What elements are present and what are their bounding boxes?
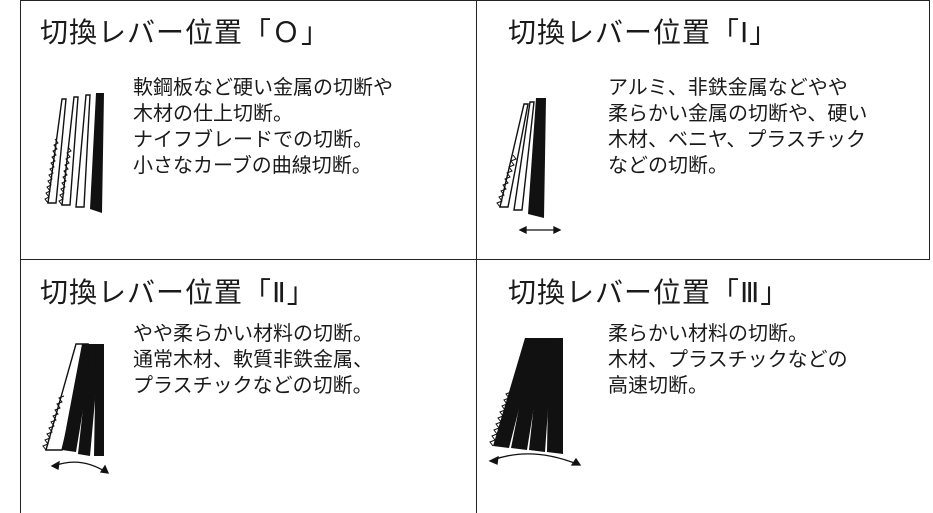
desc-line: 木材、プラスチックなどの: [608, 347, 848, 371]
desc-line: プラスチックなどの切断。: [133, 373, 373, 397]
desc-line: 柔らかい材料の切断。: [608, 321, 808, 345]
orbital-2-blade-icon: [42, 343, 110, 474]
table-row-divider: [20, 259, 930, 260]
panel-description: 軟鋼板など硬い金属の切断や 木材の仕上切断。 ナイフブレードでの切断。 小さなカ…: [133, 74, 393, 178]
desc-line: やや柔らかい材料の切断。: [133, 321, 373, 345]
panel-description: 柔らかい材料の切断。 木材、プラスチックなどの 高速切断。: [608, 320, 848, 398]
table-border-left: [20, 0, 21, 513]
panel-title: 切換レバー位置「Ｏ」: [40, 16, 331, 49]
desc-line: アルミ、非鉄金属などやや: [608, 75, 848, 99]
orbital-0-blade-icon: [44, 93, 104, 213]
table-border-top: [20, 0, 930, 1]
desc-line: 軟鋼板など硬い金属の切断や: [133, 75, 393, 99]
desc-line: 通常木材、軟質非鉄金属、: [133, 347, 373, 371]
table-column-divider: [476, 0, 477, 513]
desc-line: 小さなカーブの曲線切断。: [133, 153, 372, 177]
table-border-right: [929, 0, 930, 259]
desc-line: 木材の仕上切断。: [133, 101, 293, 125]
panel-title: 切換レバー位置「Ⅱ」: [40, 276, 316, 309]
panel-title: 切換レバー位置「Ⅲ」: [508, 276, 790, 309]
panel-description: アルミ、非鉄金属などやや 柔らかい金属の切断や、硬い 木材、ベニヤ、プラスチック…: [608, 74, 867, 178]
desc-line: 木材、ベニヤ、プラスチック: [608, 127, 866, 151]
desc-line: 高速切断。: [608, 373, 708, 397]
desc-line: などの切断。: [608, 153, 728, 177]
orbital-1-blade-icon: [496, 98, 562, 235]
desc-line: ナイフブレードでの切断。: [133, 127, 373, 151]
panel-description: やや柔らかい材料の切断。 通常木材、軟質非鉄金属、 プラスチックなどの切断。: [133, 320, 373, 398]
orbital-3-blade-icon: [488, 338, 582, 466]
panel-title: 切換レバー位置「Ⅰ」: [508, 16, 779, 49]
desc-line: 柔らかい金属の切断や、硬い: [608, 101, 868, 125]
